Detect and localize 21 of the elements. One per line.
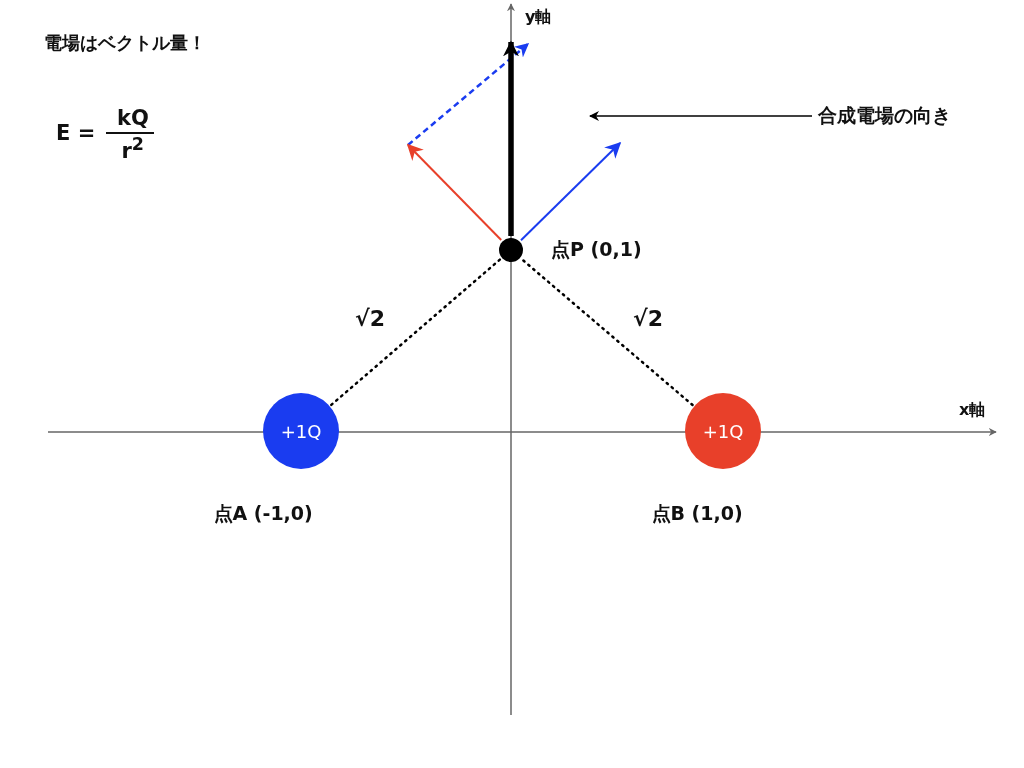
formula-text: r$^{2}$: [121, 133, 145, 163]
arrow: [503, 40, 519, 236]
point-label: 点P (0,1): [551, 237, 642, 262]
axis-label: y軸: [525, 6, 552, 28]
arrow: [589, 111, 813, 121]
arrow: [406, 143, 503, 241]
arrow: [520, 141, 622, 242]
point-dot: [499, 238, 523, 262]
edge-label: √2: [355, 305, 385, 331]
formula-text: kQ: [117, 106, 149, 130]
title: 電場はベクトル量！: [44, 31, 206, 55]
distance-line: [330, 257, 502, 407]
axis-label: x軸: [959, 399, 986, 421]
point-label: 点B (1,0): [651, 501, 743, 526]
charge-circle: +1Q: [263, 393, 339, 469]
edge-label: √2: [633, 305, 663, 331]
annotation-text: 合成電場の向き: [818, 103, 951, 129]
charge-circle: +1Q: [685, 393, 761, 469]
distance-line: [520, 257, 694, 407]
point-label: 点A (-1,0): [213, 501, 313, 526]
formula-text: E =: [56, 121, 96, 145]
